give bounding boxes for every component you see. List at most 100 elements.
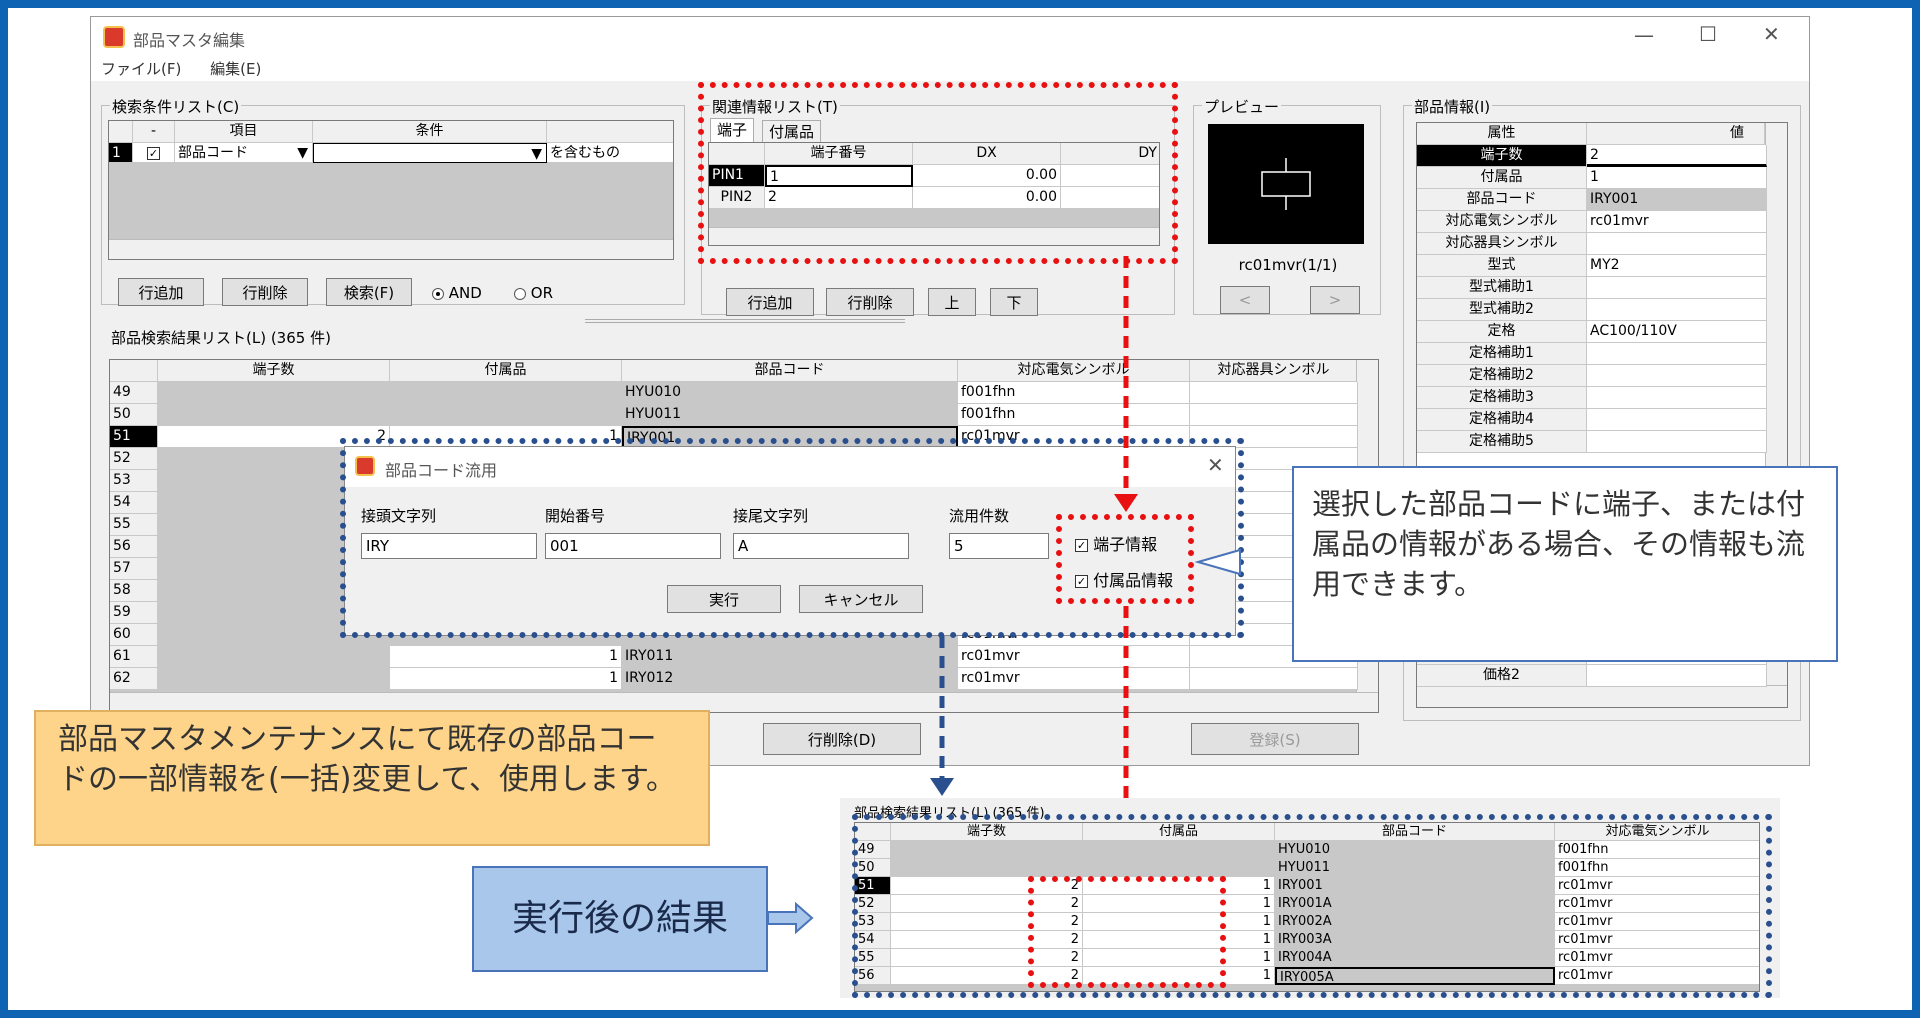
table-cell[interactable]: rc01mvr xyxy=(1555,895,1759,913)
attr-value[interactable]: AC100/110V xyxy=(1587,321,1767,343)
start-number-input[interactable]: 001 xyxy=(545,533,721,559)
radio-and[interactable]: AND xyxy=(432,284,482,302)
table-cell[interactable]: IRY011 xyxy=(622,646,958,668)
table-cell[interactable]: 2 xyxy=(891,931,1083,949)
table-cell[interactable]: f001fhn xyxy=(958,404,1190,426)
register-button[interactable]: 登録(S) xyxy=(1191,723,1359,755)
table-cell[interactable] xyxy=(1190,382,1358,404)
table-cell[interactable]: IRY003A xyxy=(1275,931,1555,949)
attr-value[interactable] xyxy=(1587,233,1767,255)
search-grid[interactable]: - 項目 条件 1 ✓ 部品コード▼ ▼ を含むもの xyxy=(108,120,674,260)
tab-accessory[interactable]: 付属品 xyxy=(762,120,822,144)
table-cell[interactable] xyxy=(390,382,622,404)
table-cell[interactable] xyxy=(1190,404,1358,426)
menu-file[interactable]: ファイル(F) xyxy=(101,60,182,78)
horizontal-scrollbar[interactable] xyxy=(109,239,673,259)
attr-value[interactable] xyxy=(1587,387,1767,409)
pin-dx[interactable]: 0.00 xyxy=(913,187,1061,209)
attr-value[interactable] xyxy=(1587,365,1767,387)
menu-edit[interactable]: 編集(E) xyxy=(210,60,262,78)
table-cell[interactable]: HYU011 xyxy=(622,404,958,426)
table-cell[interactable] xyxy=(158,646,390,668)
table-cell[interactable]: rc01mvr xyxy=(1555,931,1759,949)
attr-value[interactable] xyxy=(1587,409,1767,431)
attr-value[interactable]: IRY001 xyxy=(1587,189,1767,211)
suffix-input[interactable]: A xyxy=(733,533,909,559)
close-icon[interactable]: ✕ xyxy=(1763,22,1780,46)
row-checkbox[interactable]: ✓ xyxy=(147,146,160,160)
pin-number[interactable]: 1 xyxy=(765,165,913,187)
move-up-button[interactable]: 上 xyxy=(928,288,976,316)
tab-terminal[interactable]: 端子 xyxy=(710,118,755,142)
attr-value[interactable] xyxy=(1587,299,1767,321)
table-cell[interactable]: rc01mvr xyxy=(1555,967,1759,985)
table-cell[interactable]: rc01mvr xyxy=(958,668,1190,690)
attr-value[interactable]: 2 xyxy=(1587,145,1767,167)
table-cell[interactable]: 1 xyxy=(390,646,622,668)
table-cell[interactable]: 2 xyxy=(891,967,1083,985)
table-cell[interactable]: rc01mvr xyxy=(958,646,1190,668)
attr-value[interactable]: MY2 xyxy=(1587,255,1767,277)
table-cell[interactable]: rc01mvr xyxy=(1555,949,1759,967)
attr-value[interactable]: rc01mvr xyxy=(1587,211,1767,233)
table-cell[interactable]: IRY004A xyxy=(1275,949,1555,967)
condition-select[interactable]: ▼ xyxy=(313,143,547,163)
pin-number[interactable]: 2 xyxy=(765,187,913,209)
table-cell[interactable] xyxy=(1083,841,1275,859)
table-cell[interactable]: rc01mvr xyxy=(1555,877,1759,895)
table-cell[interactable]: IRY001A xyxy=(1275,895,1555,913)
prefix-input[interactable]: IRY xyxy=(361,533,537,559)
table-cell[interactable] xyxy=(891,859,1083,877)
table-cell[interactable] xyxy=(390,404,622,426)
table-cell[interactable]: IRY012 xyxy=(622,668,958,690)
table-cell[interactable]: IRY005A xyxy=(1275,967,1555,985)
pin-dx[interactable]: 0.00 xyxy=(913,165,1061,187)
run-button[interactable]: 実行 xyxy=(667,585,781,613)
table-cell[interactable] xyxy=(158,668,390,690)
next-page-button[interactable]: > xyxy=(1310,286,1360,314)
accessory-info-checkbox[interactable]: ✓ 付属品情報 xyxy=(1075,571,1174,590)
attr-value[interactable] xyxy=(1587,665,1767,687)
table-cell[interactable]: HYU010 xyxy=(1275,841,1555,859)
table-cell[interactable] xyxy=(158,382,390,404)
dialog-close-icon[interactable]: ✕ xyxy=(1207,453,1224,477)
table-cell[interactable]: 2 xyxy=(891,949,1083,967)
search-delete-row-button[interactable]: 行削除 xyxy=(222,278,308,306)
attr-value[interactable]: 1 xyxy=(1587,167,1767,189)
related-add-row-button[interactable]: 行追加 xyxy=(726,288,814,316)
table-cell[interactable]: 1 xyxy=(390,668,622,690)
table-cell[interactable]: 2 xyxy=(891,895,1083,913)
table-cell[interactable]: IRY002A xyxy=(1275,913,1555,931)
item-select[interactable]: 部品コード▼ xyxy=(175,143,313,163)
attr-value[interactable] xyxy=(1587,343,1767,365)
table-cell[interactable]: 1 xyxy=(1083,895,1275,913)
terminal-grid[interactable]: 端子番号 DX DY PIN1 1 0.00 PIN2 2 0.00 xyxy=(708,142,1160,246)
delete-row-button[interactable]: 行削除(D) xyxy=(763,723,921,755)
table-cell[interactable] xyxy=(158,404,390,426)
table-cell[interactable]: HYU010 xyxy=(622,382,958,404)
table-cell[interactable]: 2 xyxy=(158,426,390,448)
move-down-button[interactable]: 下 xyxy=(990,288,1038,316)
table-cell[interactable]: IRY001 xyxy=(1275,877,1555,895)
horizontal-scrollbar[interactable] xyxy=(110,692,1378,712)
related-delete-row-button[interactable]: 行削除 xyxy=(826,288,914,316)
terminal-info-checkbox[interactable]: ✓ 端子情報 xyxy=(1075,535,1158,554)
table-cell[interactable]: f001fhn xyxy=(958,382,1190,404)
table-cell[interactable]: HYU011 xyxy=(1275,859,1555,877)
attr-value[interactable] xyxy=(1587,431,1767,453)
radio-or[interactable]: OR xyxy=(514,284,553,302)
minimize-icon[interactable]: — xyxy=(1634,23,1654,47)
cancel-button[interactable]: キャンセル xyxy=(799,585,923,613)
table-cell[interactable]: 1 xyxy=(1083,913,1275,931)
table-cell[interactable]: 1 xyxy=(1083,931,1275,949)
reuse-count-input[interactable]: 5 xyxy=(949,533,1049,559)
table-cell[interactable]: 1 xyxy=(1083,949,1275,967)
maximize-icon[interactable]: ☐ xyxy=(1699,22,1717,46)
prev-page-button[interactable]: < xyxy=(1220,286,1270,314)
table-cell[interactable] xyxy=(891,841,1083,859)
table-cell[interactable]: 2 xyxy=(891,913,1083,931)
table-cell[interactable]: f001fhn xyxy=(1555,859,1759,877)
search-add-row-button[interactable]: 行追加 xyxy=(118,278,204,306)
table-cell[interactable]: rc01mvr xyxy=(1555,913,1759,931)
